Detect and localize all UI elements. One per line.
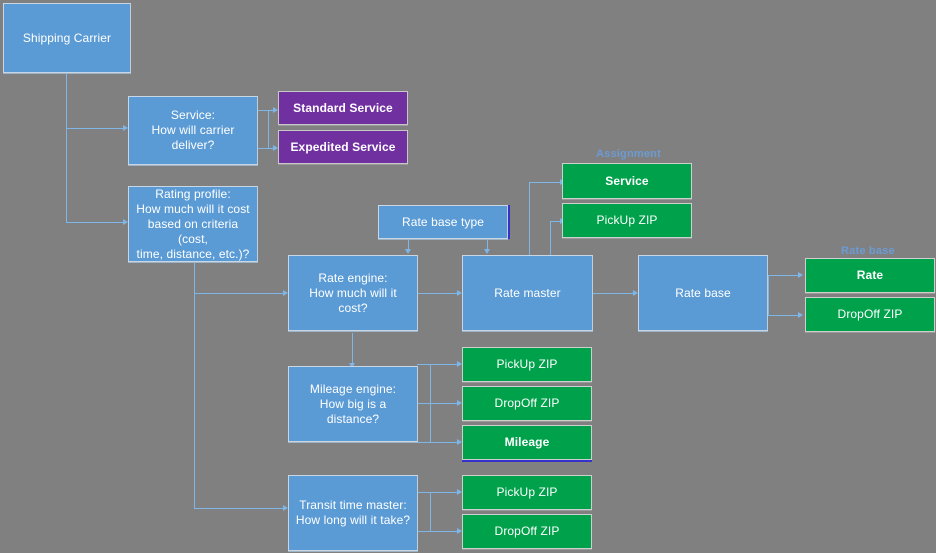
connector-carrier-to-service (66, 128, 124, 129)
node-transit-pickup-zip[interactable]: PickUp ZIP (462, 475, 592, 510)
connector-rate-engine-to-mileage (352, 333, 353, 367)
arrow-transit-to-dropoff (457, 528, 462, 534)
node-mileage-dropoff-zip[interactable]: DropOff ZIP (462, 386, 592, 421)
node-rate-engine[interactable]: Rate engine: How much will it cost? (288, 255, 418, 331)
arrow-mileage-to-pickup (457, 361, 462, 367)
connector-ratebasetype-to-rate-engine (408, 239, 409, 252)
node-shipping-carrier[interactable]: Shipping Carrier (3, 3, 131, 73)
connector-transit-to-dropoff (417, 531, 460, 532)
connector-rating-profile-stub (194, 262, 195, 263)
arrow-service-to-standard (273, 107, 278, 113)
node-assignment-service[interactable]: Service (562, 163, 692, 199)
arrow-rate-base-to-rate (798, 272, 803, 278)
connector-service-to-expedited (258, 148, 276, 149)
arrow-rate-engine-to-mileage (349, 363, 355, 368)
connector-rate-base-to-rate (768, 275, 800, 276)
node-mileage[interactable]: Mileage (462, 425, 592, 462)
connector-service-right-trunk (268, 110, 269, 148)
node-transit-dropoff-zip[interactable]: DropOff ZIP (462, 514, 592, 549)
arrow-carrier-to-rating-profile (123, 219, 128, 225)
arrow-ratebasetype-to-rate-master (484, 249, 490, 254)
connector-assignment-pickup-lead (550, 221, 562, 222)
connector-transit-right-trunk (430, 492, 431, 532)
arrow-service-to-expedited (273, 145, 278, 151)
node-rate[interactable]: Rate (805, 258, 935, 293)
connector-rate-base-right-trunk (768, 275, 769, 315)
arrow-mileage-to-dropoff (457, 400, 462, 406)
arrow-rate-master-to-rate-base (633, 290, 638, 296)
arrow-carrier-to-service (123, 125, 128, 131)
connector-rate-master-to-assignment-service (529, 182, 530, 256)
node-transit-time-master[interactable]: Transit time master: How long will it ta… (288, 475, 418, 551)
connector-carrier-trunk (66, 73, 67, 223)
connector-transit-to-pickup (417, 492, 460, 493)
arrow-transit-to-pickup (457, 489, 462, 495)
connector-rate-master-to-assignment-pickup (550, 221, 551, 256)
node-mileage-engine[interactable]: Mileage engine: How big is a distance? (288, 366, 418, 442)
node-rate-base-dropoff-zip[interactable]: DropOff ZIP (805, 297, 935, 332)
connector-rate-engine-to-rate-master (417, 293, 459, 294)
connector-to-rate-engine (194, 293, 284, 294)
connector-ratebasetype-to-rate-master (487, 239, 488, 252)
arrow-rate-base-to-dropoff (798, 312, 803, 318)
node-expedited-service[interactable]: Expedited Service (278, 130, 408, 164)
node-rate-base-type[interactable]: Rate base type (378, 205, 510, 239)
connector-mileage-to-dropoff (417, 403, 460, 404)
connector-rating-profile-trunk (194, 262, 195, 509)
node-mileage-pickup-zip[interactable]: PickUp ZIP (462, 347, 592, 382)
node-rate-master[interactable]: Rate master (462, 255, 593, 331)
connector-mileage-to-mileage-attr (417, 442, 460, 443)
node-rating-profile[interactable]: Rating profile: How much will it cost ba… (128, 186, 258, 262)
arrow-to-rate-engine (283, 290, 288, 296)
connector-rate-master-to-rate-base (593, 293, 635, 294)
connector-service-stub (258, 110, 269, 111)
connector-mileage-to-pickup (417, 364, 460, 365)
connector-assignment-service-lead (529, 182, 562, 183)
node-assignment-pickup-zip[interactable]: PickUp ZIP (562, 203, 692, 238)
connector-service-to-standard (268, 110, 276, 111)
node-rate-base[interactable]: Rate base (638, 255, 768, 331)
connector-carrier-to-rating-profile (66, 222, 124, 223)
arrow-mileage-to-mileage-attr (457, 439, 462, 445)
node-service-question[interactable]: Service: How will carrier deliver? (128, 96, 258, 165)
arrow-ratebasetype-to-rate-engine (405, 249, 411, 254)
group-label-assignment: Assignment (596, 148, 661, 160)
arrow-rate-engine-to-rate-master (457, 290, 462, 296)
group-label-rate-base: Rate base (841, 245, 895, 257)
connector-rate-base-to-dropoff (768, 315, 800, 316)
connector-to-transit-master (194, 508, 284, 509)
arrow-to-transit-master (283, 505, 288, 511)
node-standard-service[interactable]: Standard Service (278, 91, 408, 125)
